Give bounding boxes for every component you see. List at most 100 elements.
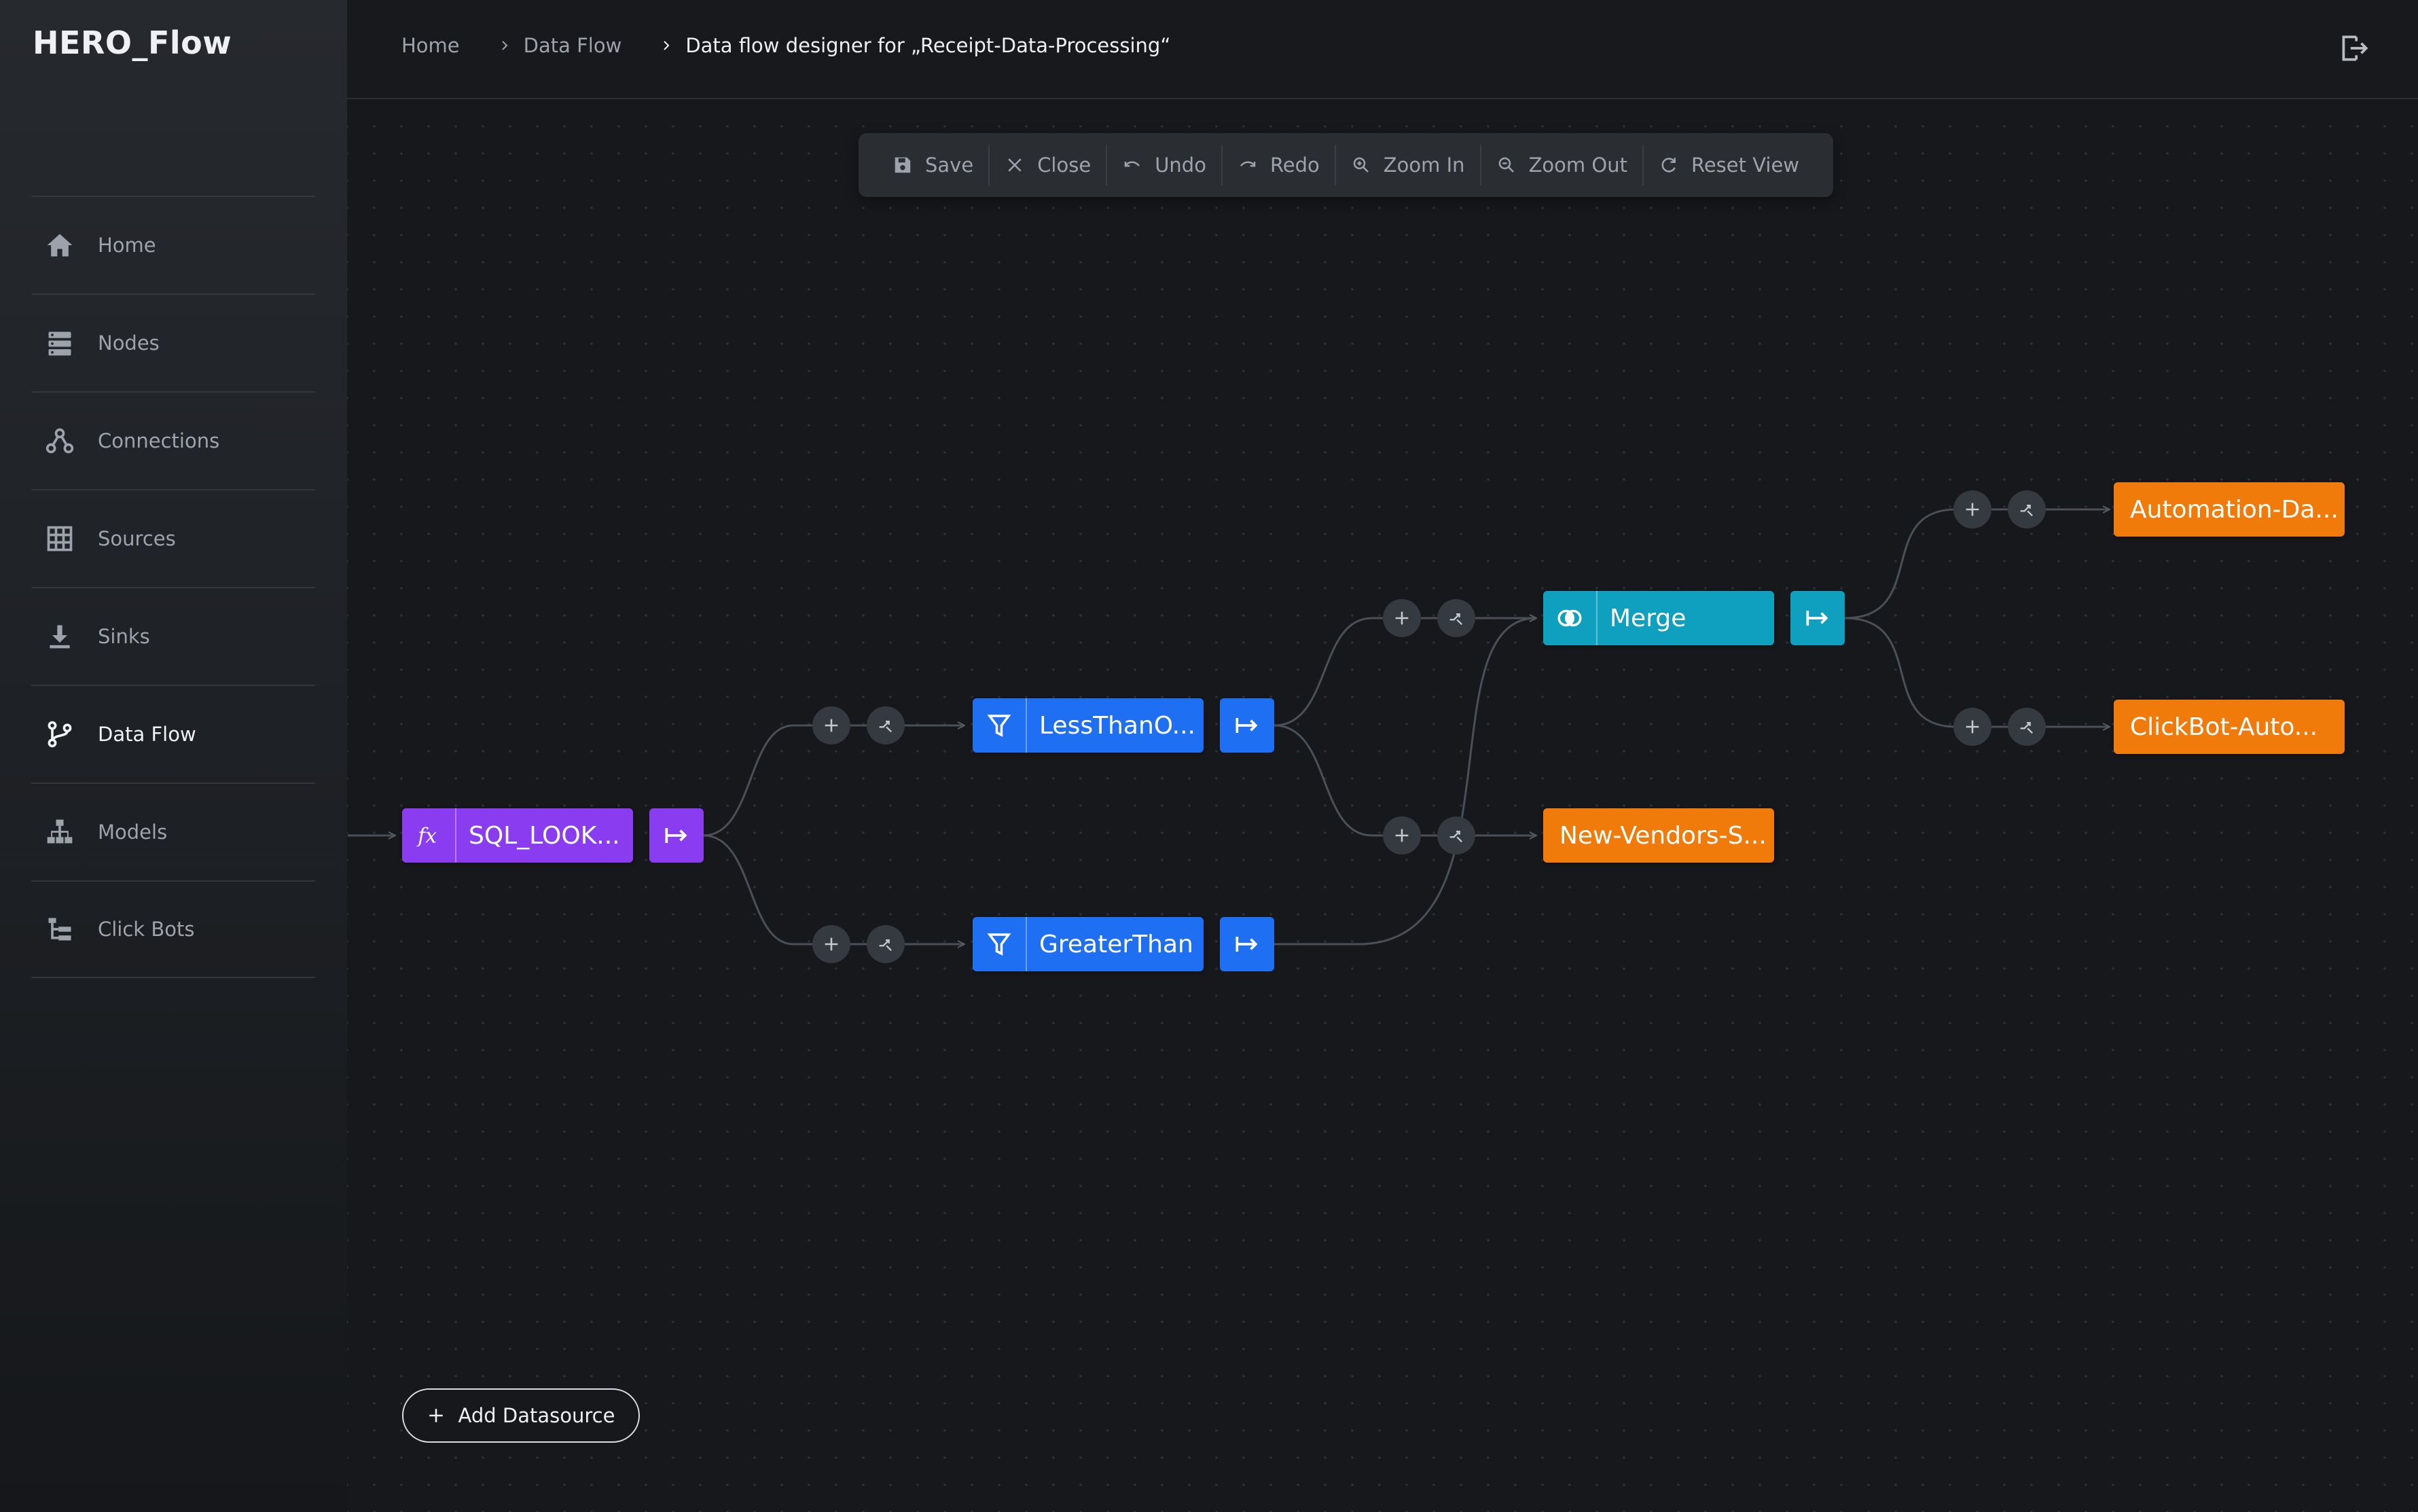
split-edge-button[interactable] [2008, 708, 2046, 746]
output-arrow-icon [665, 828, 687, 843]
add-node-button[interactable] [812, 925, 850, 963]
zoom-in-icon [1351, 155, 1371, 175]
node-label: New-Vendors-S... [1559, 821, 1767, 850]
breadcrumb-home[interactable]: Home [401, 34, 460, 57]
split-icon [2020, 722, 2033, 734]
top-bar: Home Data Flow Data flow designer for „R… [347, 0, 2418, 99]
hierarchy-icon [45, 817, 75, 847]
node-new-vendors-sink[interactable]: New-Vendors-S... [1543, 808, 1774, 863]
canvas-toolbar: Save Close Undo Redo Zoom In [859, 133, 1834, 197]
sidebar-nav: Home Nodes Connections Sources [31, 196, 315, 978]
output-arrow-icon [1235, 718, 1258, 733]
add-node-button[interactable] [1383, 599, 1421, 637]
save-button[interactable]: Save [878, 145, 988, 185]
reset-icon [1659, 155, 1679, 175]
split-edge-button[interactable] [1437, 599, 1475, 637]
node-less-than[interactable]: LessThanO... [973, 698, 1204, 753]
logout-button[interactable] [2336, 31, 2370, 65]
node-sql-lookup[interactable]: fx SQL_LOOK... [402, 808, 633, 863]
sidebar-item-label: Models [98, 821, 168, 844]
download-icon [45, 622, 75, 651]
home-icon [45, 230, 75, 260]
split-icon [879, 721, 892, 733]
add-datasource-label: Add Datasource [458, 1404, 615, 1427]
zoom-out-label: Zoom Out [1528, 154, 1627, 177]
node-label: ClickBot-Auto... [2130, 713, 2318, 741]
save-icon [892, 155, 913, 175]
split-icon [879, 939, 892, 952]
split-edge-button[interactable] [867, 925, 905, 963]
sidebar-item-home[interactable]: Home [31, 196, 315, 293]
node-output-button[interactable] [1220, 698, 1274, 753]
sidebar-item-click-bots[interactable]: Click Bots [31, 880, 315, 978]
split-icon [1449, 831, 1462, 843]
node-label: SQL_LOOK... [469, 821, 620, 850]
node-label: Merge [1610, 604, 1686, 632]
add-node-button[interactable] [812, 706, 850, 744]
node-label: Automation-Da... [2130, 495, 2339, 524]
server-icon [45, 328, 75, 358]
breadcrumb-data-flow[interactable]: Data Flow [523, 34, 622, 57]
sidebar-item-data-flow[interactable]: Data Flow [31, 685, 315, 782]
logout-icon [2342, 35, 2368, 61]
zoom-in-button[interactable]: Zoom In [1334, 145, 1480, 185]
close-button[interactable]: Close [988, 145, 1106, 185]
redo-button[interactable]: Redo [1221, 145, 1335, 185]
add-datasource-button[interactable]: Add Datasource [402, 1388, 640, 1443]
node-output-button[interactable] [649, 808, 704, 863]
breadcrumb: Home Data Flow Data flow designer for „R… [401, 34, 1170, 57]
app-title: HERO_Flow [33, 24, 232, 61]
flow-canvas[interactable] [347, 101, 2418, 1512]
svg-text:fx: fx [416, 825, 437, 848]
chevron-right-icon [660, 39, 673, 52]
plus-icon [825, 937, 838, 951]
node-output-button[interactable] [1790, 591, 1845, 645]
node-clickbot-sink[interactable]: ClickBot-Auto... [2114, 700, 2345, 754]
add-node-button[interactable] [1383, 816, 1421, 854]
close-label: Close [1037, 154, 1091, 177]
chevron-right-icon [498, 39, 511, 52]
branch-icon [45, 719, 75, 749]
add-node-button[interactable] [1953, 708, 1991, 746]
add-node-button[interactable] [1953, 490, 1991, 528]
sidebar-item-sources[interactable]: Sources [31, 489, 315, 587]
undo-button[interactable]: Undo [1106, 145, 1221, 185]
node-output-button[interactable] [1220, 917, 1274, 971]
split-edge-button[interactable] [2008, 490, 2046, 528]
undo-label: Undo [1155, 154, 1206, 177]
split-edge-button[interactable] [1437, 816, 1475, 854]
undo-icon [1122, 155, 1142, 175]
filter-icon [973, 698, 1027, 753]
close-icon [1005, 155, 1025, 175]
output-arrow-icon [1235, 937, 1258, 952]
sidebar-item-sinks[interactable]: Sinks [31, 587, 315, 685]
node-greater-than[interactable]: GreaterThan [973, 917, 1204, 971]
function-icon: fx [402, 808, 456, 863]
save-label: Save [925, 154, 974, 177]
connections-icon [45, 426, 75, 456]
zoom-out-button[interactable]: Zoom Out [1479, 145, 1642, 185]
split-icon [1449, 613, 1462, 626]
plus-icon [427, 1407, 445, 1424]
node-label: GreaterThan [1039, 930, 1193, 958]
sidebar-item-models[interactable]: Models [31, 782, 315, 880]
sidebar-item-connections[interactable]: Connections [31, 391, 315, 489]
sidebar-item-nodes[interactable]: Nodes [31, 293, 315, 391]
plus-icon [1966, 720, 1979, 734]
filter-icon [973, 917, 1027, 971]
split-edge-button[interactable] [867, 706, 905, 744]
sidebar-item-label: Click Bots [98, 918, 195, 941]
reset-view-button[interactable]: Reset View [1642, 145, 1814, 185]
node-automation-sink[interactable]: Automation-Da... [2114, 482, 2345, 537]
node-label: LessThanO... [1039, 711, 1195, 740]
sidebar-item-label: Connections [98, 429, 220, 452]
breadcrumb-current: Data flow designer for „Receipt-Data-Pro… [685, 34, 1171, 57]
node-merge[interactable]: Merge [1543, 591, 1774, 645]
output-arrow-icon [1806, 611, 1828, 626]
table-icon [45, 524, 75, 554]
sidebar-item-label: Data Flow [98, 723, 196, 746]
sidebar-item-label: Nodes [98, 331, 160, 355]
redo-icon [1238, 155, 1258, 175]
zoom-out-icon [1496, 155, 1517, 175]
